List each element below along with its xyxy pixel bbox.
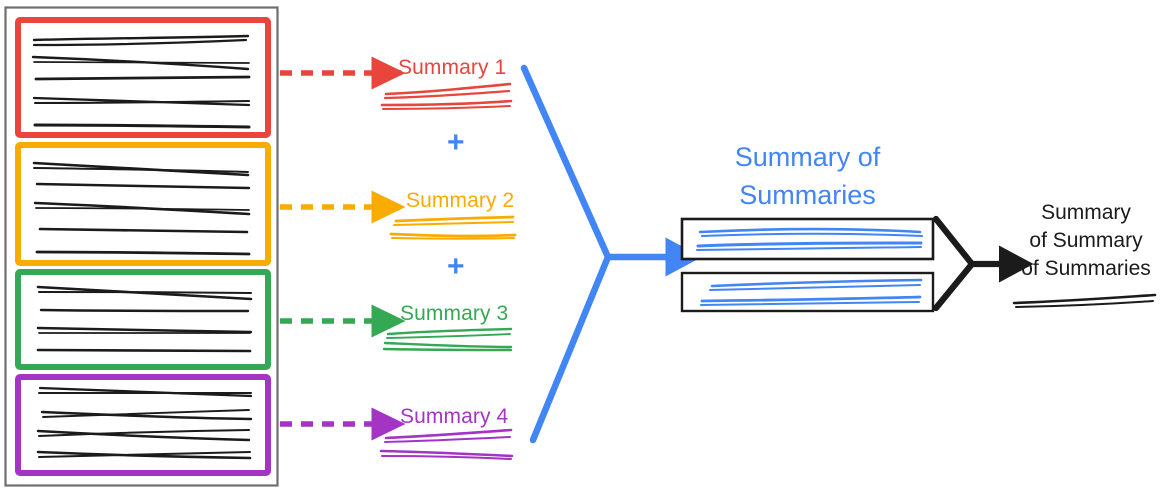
plus-operator-2: + (447, 250, 465, 283)
source-group-green (15, 269, 271, 370)
sos-box-2 (680, 271, 935, 313)
summary-2-label: Summary 2 (406, 189, 515, 212)
final-output-title-line-2: of Summary (1029, 229, 1143, 252)
summary-3-scribbles (382, 327, 513, 352)
summary-4-scribbles (379, 428, 514, 461)
summary-of-summaries-title-line-1: Summary of (734, 142, 881, 172)
summary-4-label: Summary 4 (400, 405, 509, 428)
black-merge-connector (932, 215, 976, 312)
final-output-title-line-1: Summary (1041, 201, 1131, 224)
summary-3-label: Summary 3 (400, 302, 509, 325)
final-output-scribbles (1012, 293, 1157, 308)
blue-merge-connector (520, 64, 612, 444)
source-group-orange (15, 142, 271, 266)
summary-of-summaries-title-line-2: Summaries (739, 180, 876, 210)
source-group-red (15, 17, 271, 138)
summary-1-label: Summary 1 (398, 56, 507, 79)
sos-box-1 (680, 217, 935, 261)
summary-1-scribbles (380, 82, 513, 110)
plus-operator-1: + (447, 126, 465, 159)
source-group-purple (15, 374, 271, 476)
summary-2-scribbles (389, 215, 517, 240)
final-output-title-line-3: of Summaries (1021, 257, 1151, 280)
